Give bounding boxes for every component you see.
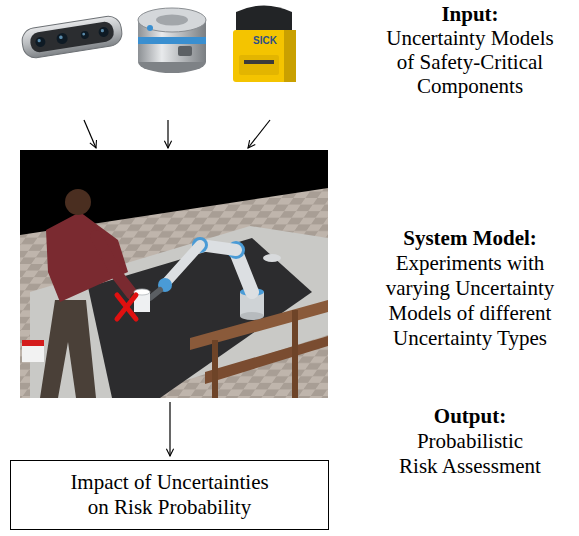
section-text: Experiments with varying Uncertainty Mod… xyxy=(380,251,560,351)
simulation-scene xyxy=(20,150,328,398)
laser-scanner xyxy=(233,6,296,83)
arrow xyxy=(169,402,170,456)
arrow xyxy=(167,120,168,148)
logo-text: SICK xyxy=(247,35,283,47)
section-text: Uncertainty Models of Safety-Critical Co… xyxy=(380,26,560,98)
force-torque-sensor xyxy=(138,8,206,73)
section-heading: Input: xyxy=(380,2,560,26)
arrow xyxy=(248,120,270,148)
section-text: Probabilistic Risk Assessment xyxy=(397,429,544,479)
depth-camera xyxy=(20,14,123,59)
process-box: Impact of Uncertainties on Risk Probabil… xyxy=(10,460,329,530)
section-heading: System Model: xyxy=(380,226,560,251)
section-heading: Output: xyxy=(380,404,560,429)
arrow xyxy=(84,120,96,148)
box-text: Impact of Uncertainties on Risk Probabil… xyxy=(64,470,276,520)
